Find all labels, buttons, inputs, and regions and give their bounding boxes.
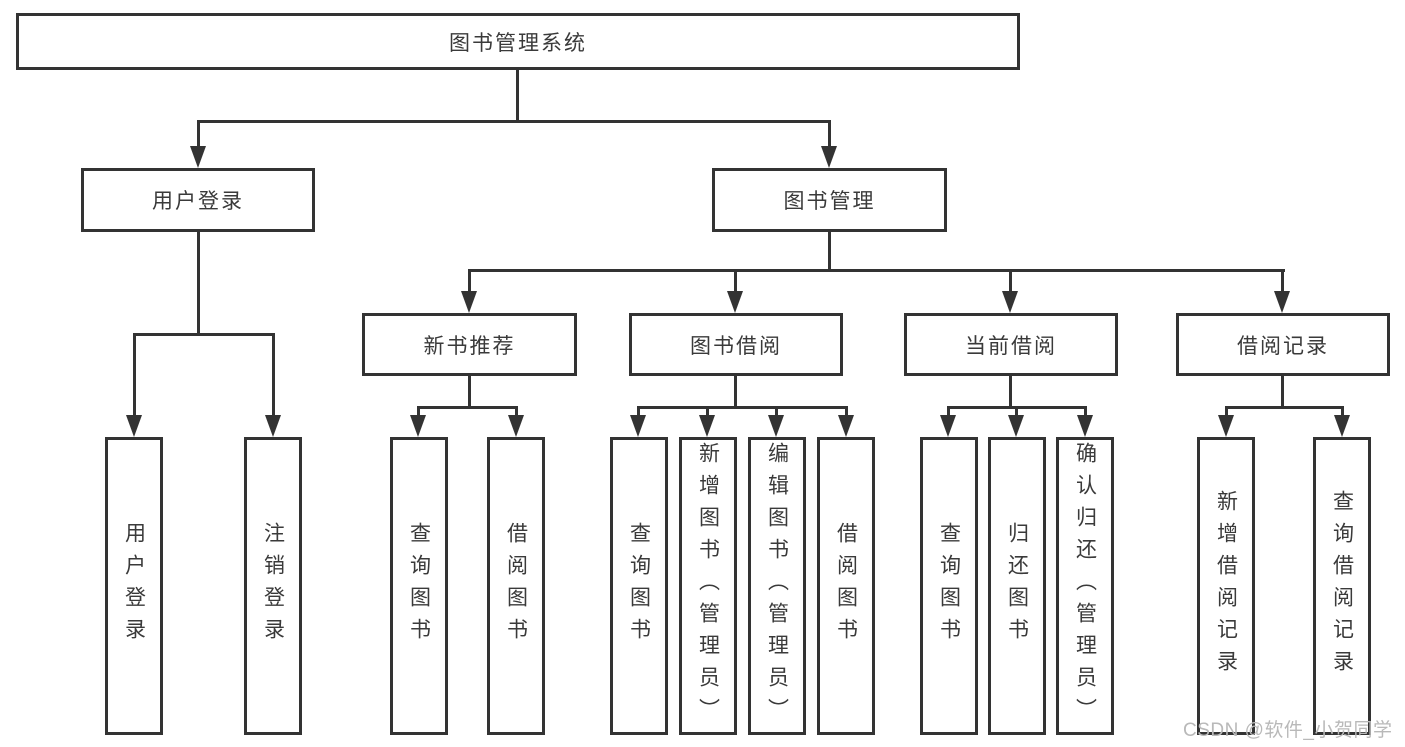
connector-root-drop-right xyxy=(828,120,831,152)
leaf-add-borrow-record: 新增借阅记录 xyxy=(1197,437,1255,735)
connector-newrec-drop-1 xyxy=(417,406,420,419)
node-current-borrowing-label: 当前借阅 xyxy=(965,334,1057,358)
connector-userlogin-drop-2 xyxy=(272,333,275,419)
arrowhead-down-icon xyxy=(1274,291,1290,313)
arrowhead-down-icon xyxy=(1218,415,1234,437)
leaf-query-books-current-label: 查询图书 xyxy=(937,522,961,650)
leaf-return-books-label: 归还图书 xyxy=(1005,522,1029,650)
leaf-logout-label: 注销登录 xyxy=(261,522,285,650)
node-user-login-label: 用户登录 xyxy=(152,190,244,213)
node-new-book-recommend-label: 新书推荐 xyxy=(423,334,516,358)
connector-records-bus xyxy=(1225,406,1344,409)
arrowhead-down-icon xyxy=(768,415,784,437)
leaf-borrow-books-borrowing: 借阅图书 xyxy=(817,437,875,735)
node-borrowing-records-label: 借阅记录 xyxy=(1237,334,1329,358)
arrowhead-down-icon xyxy=(410,415,426,437)
arrowhead-down-icon xyxy=(461,291,477,313)
leaf-user-login-label: 用户登录 xyxy=(122,522,146,650)
leaf-query-books-borrowing: 查询图书 xyxy=(610,437,668,735)
connector-current-drop-3 xyxy=(1084,406,1087,419)
leaf-query-books-current: 查询图书 xyxy=(920,437,978,735)
connector-borrowing-stem xyxy=(734,374,737,409)
leaf-borrow-books-newrec: 借阅图书 xyxy=(487,437,545,735)
connector-records-stem xyxy=(1281,374,1284,409)
arrowhead-down-icon xyxy=(508,415,524,437)
connector-root-drop-left xyxy=(197,120,200,152)
leaf-logout: 注销登录 xyxy=(244,437,302,735)
arrowhead-down-icon xyxy=(1334,415,1350,437)
arrowhead-down-icon xyxy=(940,415,956,437)
connector-newrec-bus xyxy=(417,406,518,409)
connector-userlogin-stem xyxy=(197,230,200,336)
arrowhead-down-icon xyxy=(190,146,206,168)
connector-records-drop-2 xyxy=(1341,406,1344,419)
connector-borrowing-drop-2 xyxy=(706,406,709,419)
connector-bookmgmt-stem xyxy=(828,230,831,272)
connector-bookmgmt-drop-2 xyxy=(734,269,737,297)
arrowhead-down-icon xyxy=(1002,291,1018,313)
leaf-query-books-newrec: 查询图书 xyxy=(390,437,448,735)
leaf-query-books-newrec-label: 查询图书 xyxy=(407,522,431,650)
connector-bookmgmt-drop-3 xyxy=(1009,269,1012,297)
leaf-return-books: 归还图书 xyxy=(988,437,1046,735)
connector-userlogin-bus xyxy=(133,333,275,336)
arrowhead-down-icon xyxy=(630,415,646,437)
arrowhead-down-icon xyxy=(265,415,281,437)
node-book-management: 图书管理 xyxy=(712,168,947,232)
leaf-query-borrow-record-label: 查询借阅记录 xyxy=(1330,490,1354,682)
connector-root-bus xyxy=(197,120,831,123)
leaf-user-login: 用户登录 xyxy=(105,437,163,735)
csdn-watermark: CSDN @软件_小贺同学 xyxy=(1183,720,1393,741)
connector-current-drop-2 xyxy=(1015,406,1018,419)
leaf-add-books-admin: 新增图书（管理员） xyxy=(679,437,737,735)
connector-bookmgmt-drop-4 xyxy=(1281,269,1284,297)
connector-borrowing-drop-4 xyxy=(845,406,848,419)
node-book-borrowing-label: 图书借阅 xyxy=(690,334,782,358)
arrowhead-down-icon xyxy=(1008,415,1024,437)
arrowhead-down-icon xyxy=(727,291,743,313)
arrowhead-down-icon xyxy=(699,415,715,437)
leaf-query-borrow-record: 查询借阅记录 xyxy=(1313,437,1371,735)
connector-borrowing-bus xyxy=(637,406,848,409)
connector-current-drop-1 xyxy=(947,406,950,419)
connector-newrec-stem xyxy=(468,374,471,409)
connector-root-stem xyxy=(516,68,519,122)
node-book-borrowing: 图书借阅 xyxy=(629,313,843,376)
connector-newrec-drop-2 xyxy=(515,406,518,419)
leaf-borrow-books-newrec-label: 借阅图书 xyxy=(504,522,528,650)
arrowhead-down-icon xyxy=(838,415,854,437)
arrowhead-down-icon xyxy=(1077,415,1093,437)
connector-records-drop-1 xyxy=(1225,406,1228,419)
connector-current-stem xyxy=(1009,374,1012,409)
node-new-book-recommend: 新书推荐 xyxy=(362,313,577,376)
node-book-management-label: 图书管理 xyxy=(783,190,876,213)
connector-bookmgmt-drop-1 xyxy=(468,269,471,297)
leaf-borrow-books-borrowing-label: 借阅图书 xyxy=(834,522,858,650)
connector-borrowing-drop-3 xyxy=(775,406,778,419)
leaf-edit-books-admin: 编辑图书（管理员） xyxy=(748,437,806,735)
leaf-query-books-borrowing-label: 查询图书 xyxy=(627,522,651,650)
node-user-login: 用户登录 xyxy=(81,168,315,232)
leaf-add-books-admin-label: 新增图书（管理员） xyxy=(696,442,720,730)
node-current-borrowing: 当前借阅 xyxy=(904,313,1118,376)
arrowhead-down-icon xyxy=(126,415,142,437)
node-library-system-label: 图书管理系统 xyxy=(449,31,587,55)
node-borrowing-records: 借阅记录 xyxy=(1176,313,1390,376)
connector-userlogin-drop-1 xyxy=(133,333,136,419)
leaf-confirm-return-admin: 确认归还（管理员） xyxy=(1056,437,1114,735)
arrowhead-down-icon xyxy=(821,146,837,168)
leaf-confirm-return-admin-label: 确认归还（管理员） xyxy=(1073,442,1097,730)
connector-borrowing-drop-1 xyxy=(637,406,640,419)
node-library-system: 图书管理系统 xyxy=(16,13,1020,70)
connector-bookmgmt-bus xyxy=(468,269,1285,272)
leaf-add-borrow-record-label: 新增借阅记录 xyxy=(1214,490,1238,682)
leaf-edit-books-admin-label: 编辑图书（管理员） xyxy=(765,442,789,730)
